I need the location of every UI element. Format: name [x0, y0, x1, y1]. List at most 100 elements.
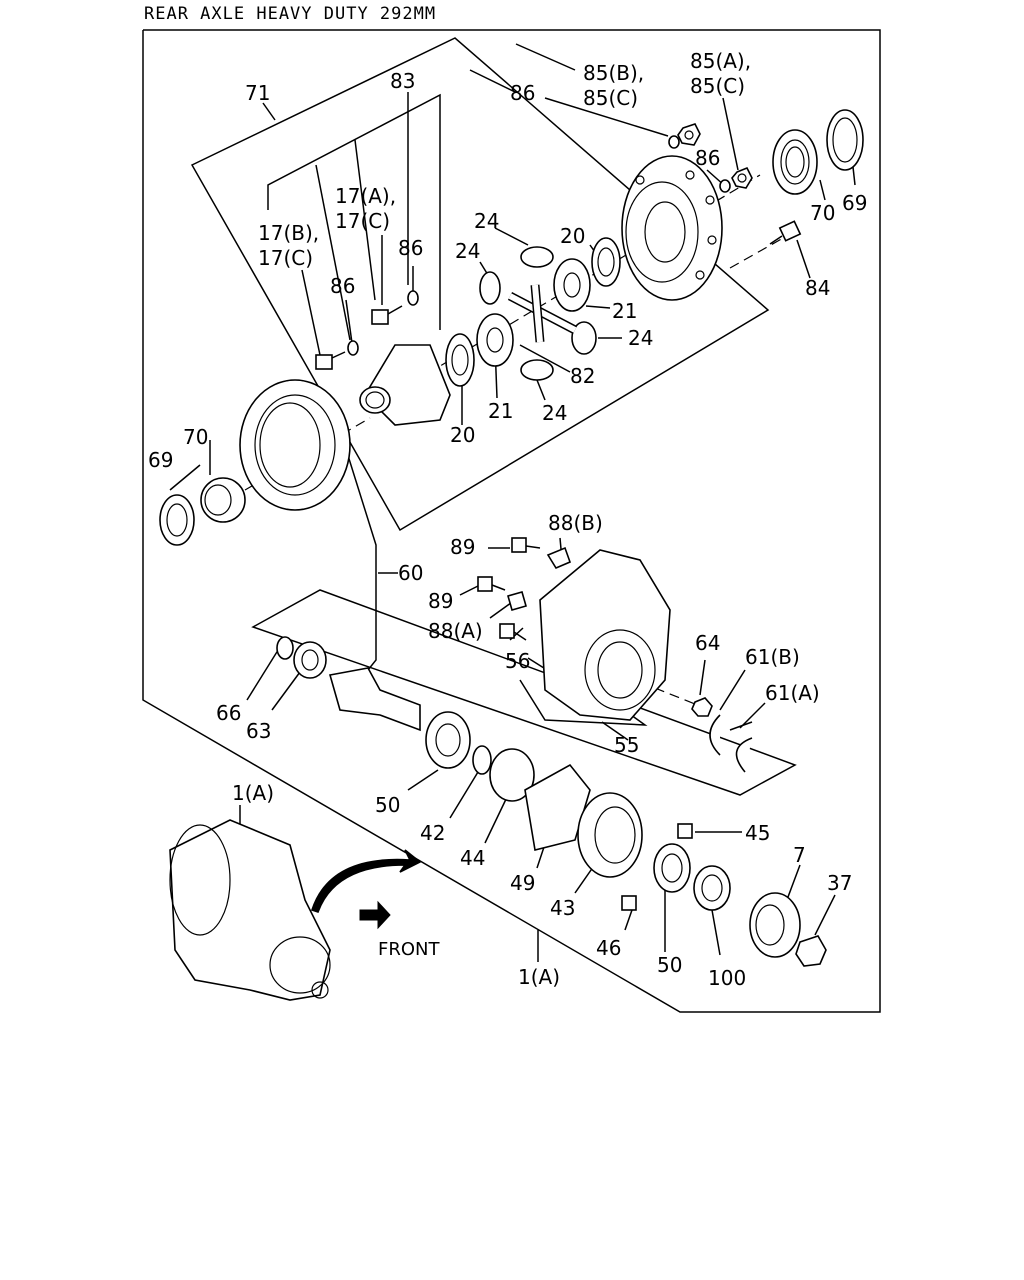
washer-86-upper [668, 135, 680, 149]
label-50-right: 50 [657, 953, 682, 977]
bolt-46 [621, 895, 637, 911]
axis-line-carrier [639, 681, 701, 707]
label-24-right: 24 [628, 326, 653, 350]
bolt-17-lower [315, 351, 346, 370]
bearing-race-69-left [159, 494, 195, 546]
label-42: 42 [420, 821, 445, 845]
label-86-case-upper: 86 [398, 236, 423, 260]
bearing-63 [293, 641, 327, 679]
label-64: 64 [695, 631, 720, 655]
bolt-89-lower [477, 576, 506, 592]
label-69-right: 69 [842, 191, 867, 215]
companion-flange-7 [749, 892, 801, 958]
label-86-right: 86 [695, 146, 720, 170]
label-55: 55 [614, 733, 639, 757]
pinion-gear-24-left [479, 271, 501, 305]
differential-case-right-half [621, 155, 723, 301]
label-69-left: 69 [148, 448, 173, 472]
bolt-56 [499, 623, 527, 641]
label-85c-upper: 85(C) [583, 86, 638, 110]
pinion-gear-24-top [520, 246, 554, 268]
label-82: 82 [570, 364, 595, 388]
label-84: 84 [805, 276, 830, 300]
label-46: 46 [596, 936, 621, 960]
bearing-70-right [772, 129, 818, 195]
outer-frame [142, 29, 881, 1013]
washer-86-case-upper [407, 290, 419, 306]
label-24-left: 24 [455, 239, 480, 263]
label-89-upper: 89 [450, 535, 475, 559]
diagram-title: REAR AXLE HEAVY DUTY 292MM [144, 4, 437, 24]
label-70-right: 70 [810, 201, 835, 225]
bolt-45 [677, 823, 693, 839]
bearing-70-left [200, 477, 246, 523]
nut-85-right [731, 166, 753, 189]
label-85a: 85(A), [690, 49, 751, 73]
label-66: 66 [216, 701, 241, 725]
nut-85-upper [677, 123, 701, 146]
label-43: 43 [550, 896, 575, 920]
thrust-washer-20-right [591, 237, 621, 287]
adjust-lock-61b [709, 714, 721, 756]
o-ring-44 [489, 748, 535, 802]
label-71: 71 [245, 81, 270, 105]
label-17c-upper: 17(C) [335, 209, 390, 233]
bearing-race-69-right [826, 109, 864, 171]
label-20-right: 20 [560, 224, 585, 248]
drive-pinion-60 [328, 667, 421, 732]
rotate-arrow-icon [310, 849, 422, 914]
label-21-right: 21 [612, 299, 637, 323]
label-50-left: 50 [375, 793, 400, 817]
label-89-lower: 89 [428, 589, 453, 613]
snap-ring-66 [276, 636, 294, 660]
differential-case-left-half [359, 344, 451, 426]
washer-86-right [719, 179, 731, 193]
label-37: 37 [827, 871, 852, 895]
bearing-50-left [425, 711, 471, 769]
label-100: 100 [708, 966, 746, 990]
flange-nut-37 [795, 935, 827, 967]
label-86-case-lower: 86 [330, 274, 355, 298]
label-88a: 88(A) [428, 619, 483, 643]
lock-plate-88b [546, 546, 572, 570]
label-86-top: 86 [510, 81, 535, 105]
label-61a: 61(A) [765, 681, 820, 705]
label-front: FRONT [378, 939, 440, 960]
label-49: 49 [510, 871, 535, 895]
label-20-left: 20 [450, 423, 475, 447]
label-24-bottom: 24 [542, 401, 567, 425]
label-70-left: 70 [183, 425, 208, 449]
bolt-84 [769, 220, 802, 245]
label-60: 60 [398, 561, 423, 585]
label-7: 7 [793, 843, 806, 867]
spacer-42 [472, 745, 492, 775]
label-85b: 85(B), [583, 61, 644, 85]
label-56: 56 [505, 649, 530, 673]
side-gear-21-left [476, 313, 514, 367]
pinion-gear-24-right [571, 321, 597, 355]
label-85c-right: 85(C) [690, 74, 745, 98]
label-24-top: 24 [474, 209, 499, 233]
ring-gear [239, 379, 351, 511]
lock-plate-88a [507, 591, 527, 611]
bearing-50-right [653, 843, 691, 893]
label-17b: 17(B), [258, 221, 319, 245]
thrust-washer-20-left [445, 333, 475, 387]
carrier-housing-55 [539, 549, 671, 721]
label-61b: 61(B) [745, 645, 800, 669]
adjust-lock-61a [729, 721, 753, 773]
washer-86-case-lower [347, 340, 359, 356]
label-63: 63 [246, 719, 271, 743]
leader-lines [169, 43, 856, 962]
bolt-17-upper [371, 305, 403, 325]
bolt-89-upper [511, 537, 541, 553]
nut-64 [691, 697, 713, 717]
oil-seal-100 [693, 865, 731, 911]
pinion-group-frame [251, 589, 797, 796]
axis-line-84 [729, 236, 786, 269]
label-1a-top: 1(A) [232, 781, 274, 805]
label-17a: 17(A), [335, 184, 396, 208]
label-88b: 88(B) [548, 511, 603, 535]
side-gear-21-right [553, 258, 591, 312]
